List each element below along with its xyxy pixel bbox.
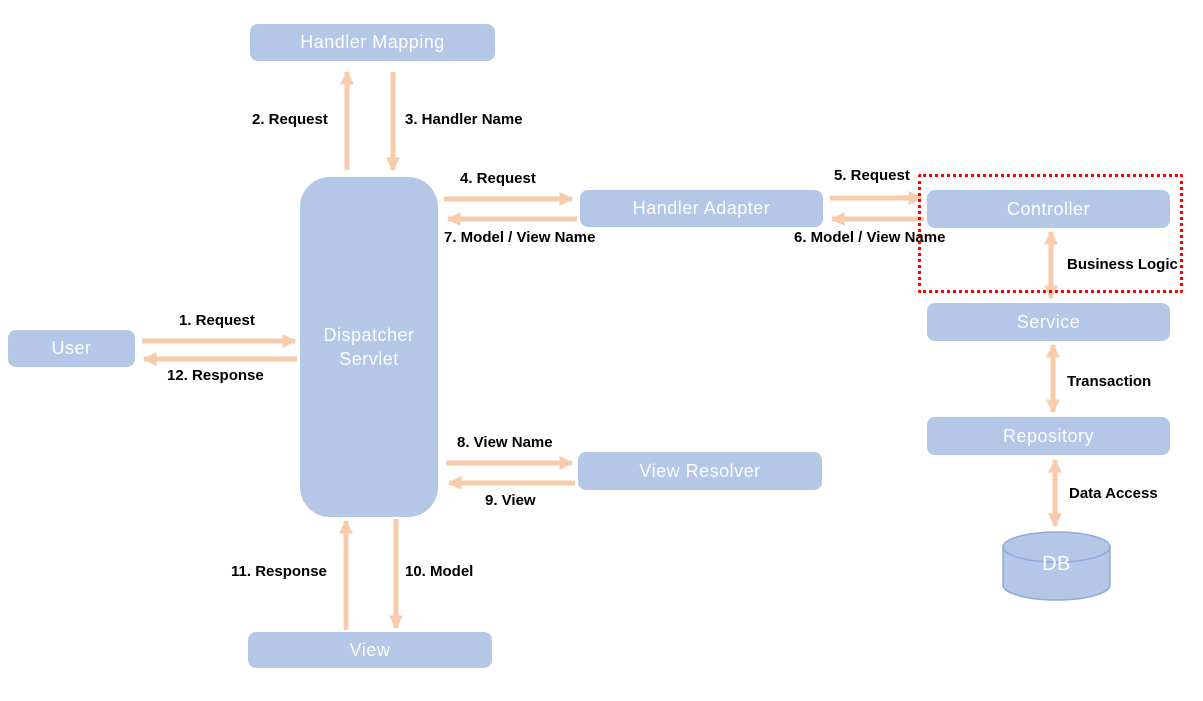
node-view-label: View: [349, 639, 391, 660]
node-service: Service: [927, 303, 1170, 341]
edge-label-8-view-name: 8. View Name: [457, 434, 553, 451]
node-handler-mapping-label: Handler Mapping: [300, 32, 445, 52]
node-controller: Controller: [927, 190, 1170, 228]
node-service-label: Service: [1016, 311, 1081, 332]
node-dispatcher-servlet-label: Dispatcher Servlet: [323, 325, 415, 369]
node-view-resolver-label: View Resolver: [639, 460, 761, 481]
node-repository-label: Repository: [1002, 425, 1095, 446]
edge-label-business-logic: Business Logic: [1067, 256, 1178, 273]
edge-label-10-model: 10. Model: [405, 563, 474, 580]
edge-label-5-request: 5. Request: [834, 167, 910, 184]
node-handler-adapter-label: Handler Adapter: [632, 198, 771, 218]
node-handler-mapping: Handler Mapping: [250, 24, 495, 61]
edge-label-2-request: 2. Request: [252, 111, 328, 128]
node-dispatcher-servlet: Dispatcher Servlet: [300, 177, 438, 517]
node-view: View: [248, 632, 492, 668]
edge-label-9-view: 9. View: [485, 492, 536, 509]
edge-label-3-handler-name: 3. Handler Name: [405, 111, 523, 128]
node-repository: Repository: [927, 417, 1170, 455]
edge-label-1-request: 1. Request: [179, 312, 255, 329]
edge-label-6-model-view-name: 6. Model / View Name: [794, 229, 946, 246]
node-user-label: User: [51, 338, 92, 358]
node-user: User: [8, 330, 135, 367]
edge-label-4-request: 4. Request: [460, 170, 536, 187]
node-handler-adapter: Handler Adapter: [580, 190, 823, 227]
edge-label-12-response: 12. Response: [167, 367, 264, 384]
edge-label-11-response: 11. Response: [231, 563, 327, 580]
node-controller-label: Controller: [1006, 198, 1091, 219]
node-db-label: DB: [1042, 553, 1071, 575]
db-cylinder: [1002, 531, 1111, 601]
node-view-resolver: View Resolver: [578, 452, 822, 490]
edge-label-transaction: Transaction: [1067, 373, 1152, 390]
edge-label-7-model-view-name: 7. Model / View Name: [444, 229, 596, 246]
edge-label-data-access: Data Access: [1069, 485, 1158, 502]
